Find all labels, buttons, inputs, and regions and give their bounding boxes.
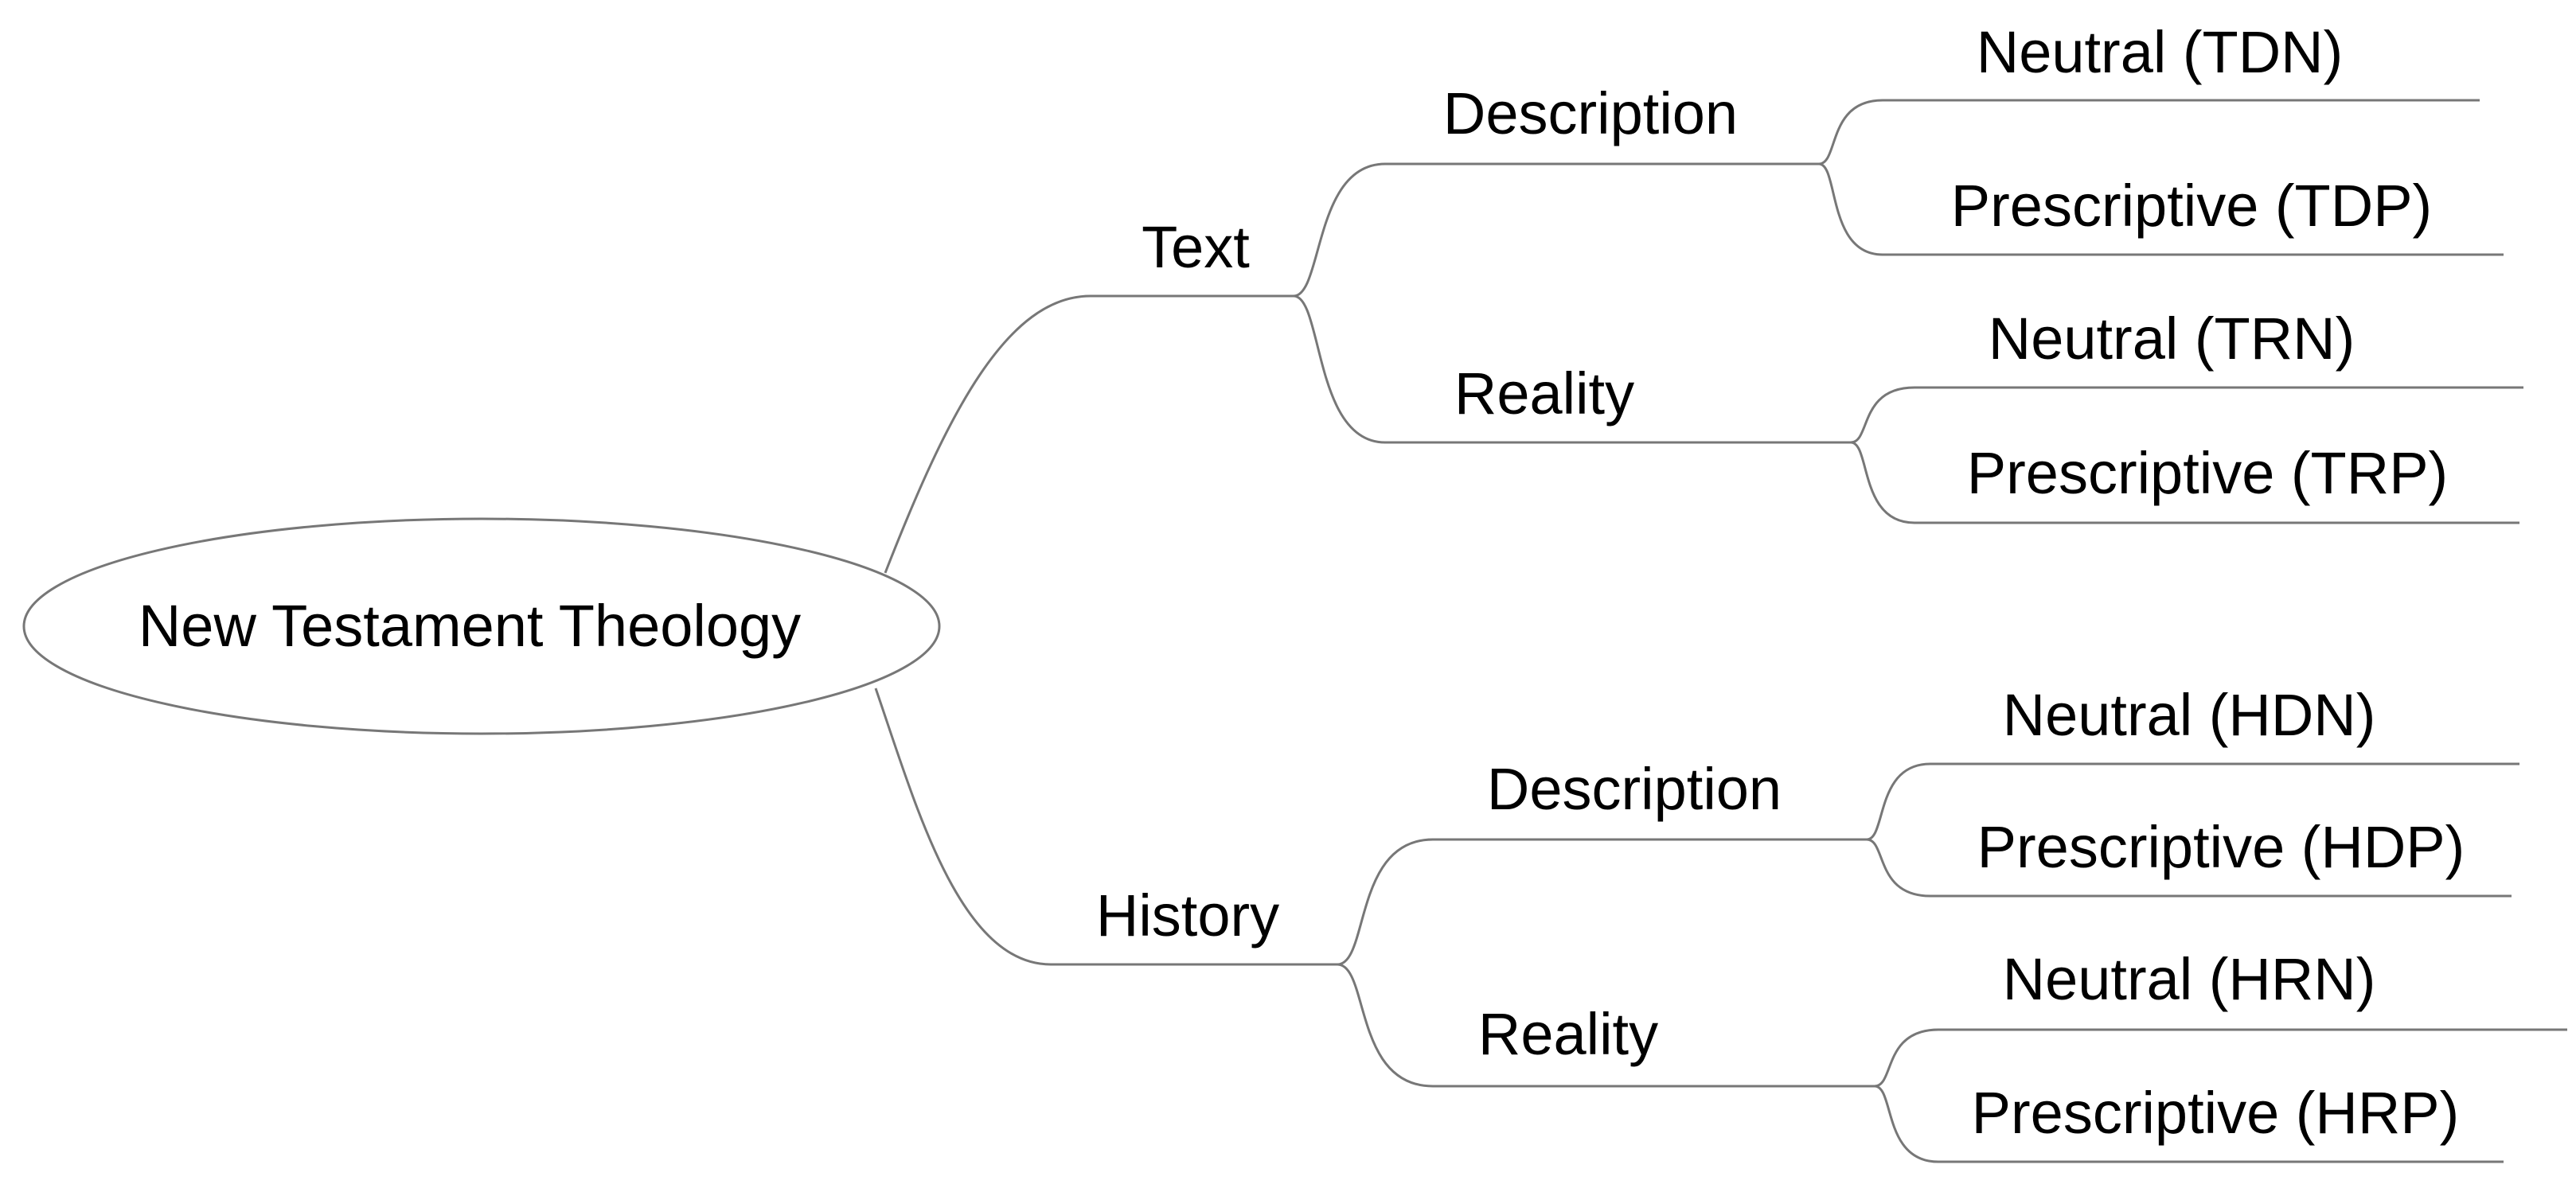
sub-label-text-description: Description (1443, 80, 1738, 146)
root-node-label: New Testament Theology (139, 593, 801, 659)
leaf-label-hdn: Neutral (HDN) (2003, 682, 2376, 748)
connector-tdp (1818, 162, 2504, 256)
leaf-label-hrp: Prescriptive (HRP) (1972, 1080, 2460, 1146)
connector-history-reality (1337, 963, 1875, 1088)
connector-hdn (1866, 762, 2519, 841)
root-node-ellipse (22, 517, 941, 735)
connector-hrn (1874, 1028, 2567, 1088)
connector-history-description (1337, 838, 1867, 966)
branch-label-text: Text (1142, 214, 1250, 280)
connector-root-text (884, 294, 1294, 574)
sub-label-text-reality: Reality (1454, 360, 1634, 427)
connector-hdp (1866, 838, 2512, 898)
leaf-label-trn: Neutral (TRN) (1989, 306, 2355, 372)
leaf-label-hrn: Neutral (HRN) (2003, 946, 2376, 1012)
sub-label-history-description: Description (1487, 756, 1782, 822)
connector-trp (1850, 441, 2519, 524)
leaf-label-hdp: Prescriptive (HDP) (1977, 814, 2465, 880)
branch-label-history: History (1096, 882, 1279, 949)
sub-label-history-reality: Reality (1478, 1001, 1658, 1067)
connector-tdn (1818, 99, 2480, 166)
leaf-label-tdp: Prescriptive (TDP) (1951, 173, 2432, 239)
connector-text-description (1293, 162, 1819, 298)
leaf-label-tdn: Neutral (TDN) (1977, 19, 2343, 85)
connector-trn (1850, 386, 2523, 444)
connector-text-reality (1293, 294, 1851, 444)
connector-hrp (1874, 1085, 2504, 1163)
connector-root-history (874, 688, 1337, 966)
leaf-label-trp: Prescriptive (TRP) (1967, 440, 2448, 506)
